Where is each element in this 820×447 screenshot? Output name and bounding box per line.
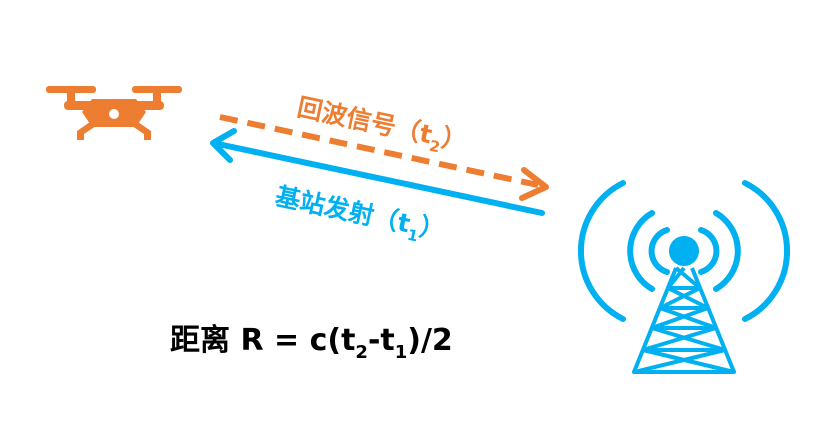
formula-subscript-t1: 1 <box>395 342 408 363</box>
echo-signal-arrow <box>219 114 549 201</box>
transmit-arrow-shaft <box>215 141 545 216</box>
transmit-signal-label: 基站发射（t1） <box>272 182 448 251</box>
distance-formula: 距离 R = c(t2-t1)/2 <box>170 323 453 363</box>
echo-label-text: 回波信号（t <box>295 93 435 150</box>
drone-rotor-post-right <box>153 92 161 104</box>
drone-propeller-left <box>46 86 96 93</box>
transmit-signal-arrow <box>210 128 545 216</box>
drone-leg-left <box>77 122 96 140</box>
tower-brace-3 <box>650 306 718 330</box>
tower-brace-4 <box>641 326 727 352</box>
formula-prefix: 距离 R = c(t <box>170 323 355 358</box>
transmit-arrow-head <box>210 128 237 163</box>
drone-rotor-post-left <box>67 92 75 104</box>
formula-minus-t: -t <box>368 323 395 358</box>
tower-wave-left-middle <box>627 210 655 292</box>
drone-icon <box>46 86 182 140</box>
transmit-label-text: 基站发射（t <box>273 182 413 239</box>
tower-antenna-ball <box>669 236 699 266</box>
tower-wave-right-outer <box>742 180 791 322</box>
tower-brace-1 <box>666 266 702 290</box>
tower-radio-waves <box>577 180 791 322</box>
signal-tower-icon <box>577 180 791 374</box>
tower-wave-left-inner <box>648 227 670 275</box>
echo-signal-label: 回波信号（t2） <box>294 93 470 162</box>
transmit-label-close: ） <box>417 212 447 246</box>
echo-arrow-head <box>519 167 549 201</box>
tower-lattice <box>632 266 736 374</box>
transmit-label-subscript: 1 <box>406 226 420 246</box>
echo-label-close: ） <box>439 123 469 157</box>
formula-suffix: )/2 <box>407 323 453 358</box>
drone-leg-right <box>132 122 151 140</box>
formula-subscript-t2: 2 <box>355 342 368 363</box>
tower-brace-5 <box>632 348 736 374</box>
tower-wave-right-inner <box>698 227 720 275</box>
tower-brace-2 <box>658 286 710 310</box>
drone-camera <box>109 109 119 119</box>
drone-propeller-right <box>132 86 182 93</box>
tower-wave-right-middle <box>713 210 741 292</box>
tower-wave-left-outer <box>577 180 626 322</box>
echo-label-subscript: 2 <box>428 137 442 157</box>
